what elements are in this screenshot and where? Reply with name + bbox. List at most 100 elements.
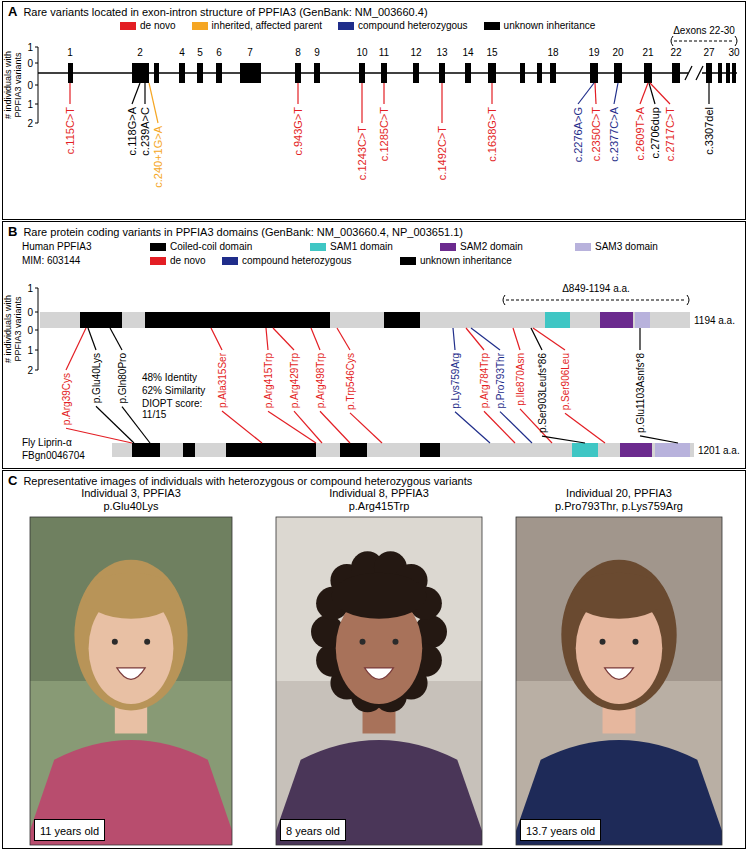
domain-block	[80, 312, 122, 328]
age-box: 13.7 years old	[520, 819, 601, 841]
exon-box	[644, 63, 652, 83]
protein-name: Human PPFIA3	[22, 241, 91, 252]
variant-stem	[211, 328, 222, 350]
variant-label: c.3307del	[703, 107, 715, 155]
axis-tick-mark	[35, 123, 38, 124]
legend-swatch	[150, 257, 166, 265]
mim-number: MIM: 603144	[22, 255, 80, 266]
exon-number: 9	[314, 47, 320, 58]
exon-number: 6	[216, 47, 222, 58]
variant-label: c.2717C>T	[664, 107, 676, 161]
legend-text: de novo	[140, 20, 176, 32]
exon-box	[706, 63, 712, 83]
legend-text: SAM3 domain	[595, 241, 658, 253]
axis-tick: 1	[9, 42, 33, 53]
individual-caption: Individual 20, PPFIA3	[516, 487, 722, 500]
axis-tick: 0	[9, 307, 33, 318]
protein-name: Fly Liprin-α	[22, 437, 72, 448]
deletion-note: Δexons 22-30	[673, 25, 735, 36]
axis-tick-mark	[35, 104, 38, 105]
exon-number: 4	[179, 47, 185, 58]
variant-stems	[66, 83, 709, 443]
variant-label: c.943G>T	[292, 107, 304, 156]
variant-label: c.2609T>A	[634, 107, 646, 161]
legend-text: compound heterozygous	[358, 20, 468, 32]
age-text: 11 years old	[40, 825, 99, 837]
variant-stem	[578, 83, 594, 104]
domain-block	[545, 312, 570, 328]
flybase-id: FBgn0046704	[22, 450, 85, 461]
legend-item: inherited, affected parent	[192, 20, 322, 32]
variant-label: p.Ser906Leu	[560, 353, 571, 410]
exon-box	[439, 63, 445, 83]
exon-box	[154, 63, 159, 83]
variant-stem	[513, 328, 520, 350]
variant-stem	[297, 83, 298, 104]
domain-block	[384, 312, 420, 328]
person-hair	[561, 560, 676, 711]
variant-stem	[639, 328, 640, 350]
exon-number: 2	[137, 47, 143, 58]
axis-tick-mark	[35, 63, 38, 64]
legend-item: SAM3 domain	[575, 241, 658, 253]
person-hair	[74, 560, 187, 711]
legend-item: unknown inheritance	[484, 20, 596, 32]
variant-stem	[66, 328, 86, 370]
exon-box	[672, 63, 680, 83]
axis-line	[38, 288, 39, 370]
variant-label: c.118G>A	[126, 107, 138, 155]
panel-title: Representative images of individuals wit…	[23, 475, 472, 487]
photo-frame: Individual 8, PPFIA3p.Arg415Trp8 years o…	[276, 487, 482, 845]
exon-number: 1	[67, 47, 73, 58]
axis-tick-mark	[35, 85, 38, 86]
variant-label: p.Arg498Trp	[315, 353, 326, 408]
ortholog-leader	[350, 413, 382, 443]
variant-label: p.Arg784Trp	[479, 353, 490, 408]
panel-title: Rare variants located in exon-intron str…	[23, 6, 427, 18]
legend-swatch	[484, 22, 500, 30]
person-mouth	[605, 668, 634, 679]
axis-tick: 0	[9, 80, 33, 91]
variant-label: p.Gln80Pro	[117, 353, 128, 404]
protein-length: 1194 a.a.	[694, 315, 735, 326]
age-box: 8 years old	[280, 819, 346, 841]
axis-tick-mark	[35, 288, 38, 289]
human-bar	[40, 312, 690, 328]
axis-tick: 1	[9, 345, 33, 356]
axis-tick-mark	[35, 312, 38, 313]
exon-box	[314, 63, 320, 83]
ortholog-leader	[484, 411, 515, 443]
panel-letter: A	[8, 4, 17, 19]
axis-tick: 0	[9, 58, 33, 69]
individual-caption: Individual 8, PPFIA3	[276, 487, 482, 500]
variant-label: c.2276A>G	[572, 107, 584, 162]
legend-item: Coiled-coil domain	[150, 241, 252, 253]
ortholog-leader	[66, 428, 132, 443]
variant-label: p.Ile870Asn	[515, 353, 526, 406]
bracket-dash	[674, 41, 734, 42]
legend-text: unknown inheritance	[420, 255, 512, 267]
person-body	[516, 740, 722, 845]
domain-block	[635, 312, 650, 328]
axis-tick: 1	[9, 99, 33, 110]
exon-number: 5	[197, 47, 203, 58]
exon-box	[537, 63, 542, 83]
exon-number: 14	[462, 47, 473, 58]
variant-label: c.239A>C	[139, 107, 151, 156]
exon-box	[240, 63, 261, 83]
domain-block	[572, 443, 598, 457]
photo-image	[30, 517, 232, 845]
ortholog-leader	[268, 411, 316, 443]
exon-box	[295, 63, 301, 83]
variant-stem	[337, 328, 350, 350]
legend-text: SAM1 domain	[330, 241, 393, 253]
exon-number: 27	[703, 47, 714, 58]
exon-number: 13	[436, 47, 447, 58]
panel-header: CRepresentative images of individuals wi…	[8, 473, 472, 488]
person-eye	[632, 639, 638, 645]
exon-box	[726, 63, 730, 83]
legend-swatch	[575, 243, 591, 251]
homology-stat: 48% Identity	[142, 372, 197, 383]
variant-stem	[640, 83, 648, 104]
break-mark	[685, 66, 692, 80]
